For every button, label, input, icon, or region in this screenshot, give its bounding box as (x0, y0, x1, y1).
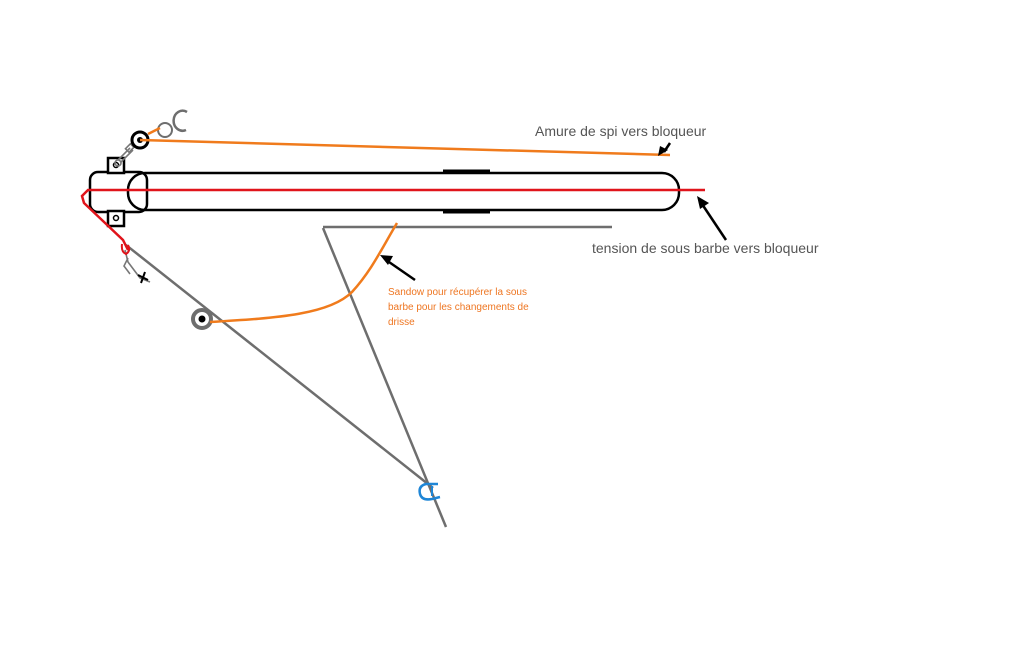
tack-line (139, 138, 671, 157)
bottom-lug (106, 209, 126, 228)
tension-line (80, 188, 705, 251)
top-chain (114, 142, 136, 167)
arrow-sandow (380, 255, 416, 282)
sandow-line (209, 222, 399, 324)
shackle-c-icon (172, 109, 188, 132)
label-tension: tension de sous barbe vers bloqueur (592, 240, 819, 256)
blue-clip-icon (418, 482, 441, 501)
label-amure: Amure de spi vers bloqueur (535, 123, 707, 139)
label-sandow: Sandow pour récupérer la sous barbe pour… (388, 287, 529, 328)
guy-line (321, 227, 448, 528)
swivel-icon (137, 271, 149, 284)
arrow-tack (658, 142, 672, 156)
arrow-tension (697, 196, 728, 241)
end-fitting (88, 170, 149, 214)
lower-diagonal-line (125, 244, 434, 489)
boom-spar (126, 171, 681, 212)
